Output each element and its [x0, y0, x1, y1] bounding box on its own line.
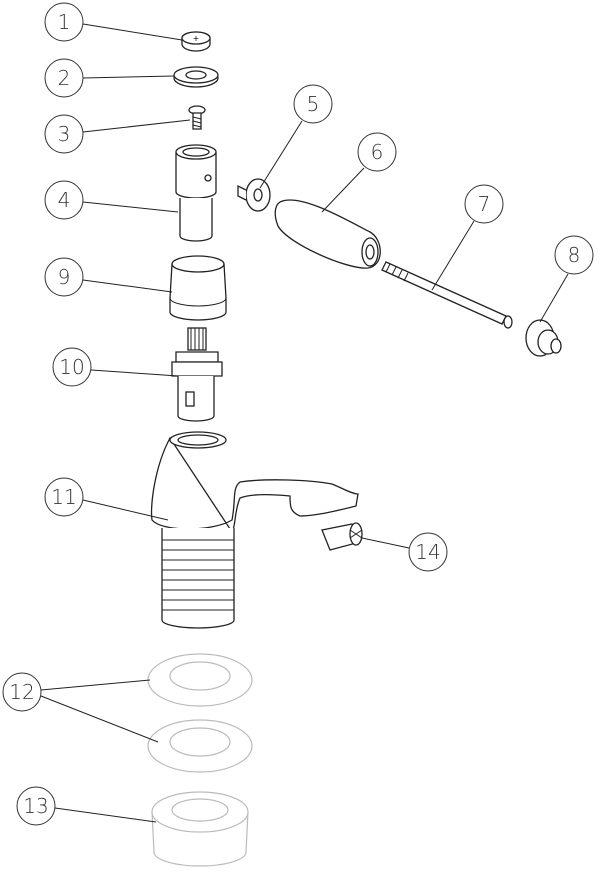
part-screw: [188, 105, 206, 130]
part-tap-body: [150, 431, 359, 629]
part-threaded-rod: [381, 261, 513, 329]
svg-text:8: 8: [568, 243, 581, 267]
callout-13: 13: [16, 786, 56, 826]
part-cartridge: [171, 327, 223, 422]
part-end-cap: [525, 319, 562, 357]
part-lever-handle: [274, 199, 381, 269]
svg-text:7: 7: [478, 192, 491, 216]
part-gasket-upper: [147, 653, 253, 707]
callout-3: 3: [44, 114, 84, 154]
callout-12: 12: [2, 672, 42, 712]
callout-5: 5: [293, 84, 333, 124]
part-cap: +: [181, 31, 211, 52]
part-spindle-adaptor: [175, 144, 217, 242]
callout-8: 8: [554, 235, 594, 275]
callout-11: 11: [44, 477, 84, 517]
svg-text:3: 3: [58, 122, 71, 146]
part-gasket-lower: [147, 719, 253, 773]
callout-1: 1: [44, 2, 84, 42]
callout-7: 7: [464, 184, 504, 224]
svg-text:2: 2: [58, 66, 71, 90]
part-washer: [173, 66, 219, 88]
part-backnut: [151, 791, 249, 867]
callout-4: 4: [44, 180, 84, 220]
leader-lines: [40, 23, 569, 823]
svg-text:4: 4: [58, 188, 71, 212]
part-shroud: [169, 255, 227, 321]
svg-text:6: 6: [371, 140, 384, 164]
svg-text:5: 5: [307, 92, 320, 116]
callout-2: 2: [44, 58, 84, 98]
part-aerator: [321, 522, 363, 551]
part-lever-boss: [237, 178, 271, 212]
svg-text:+: +: [193, 34, 200, 43]
callout-14: 14: [408, 532, 448, 572]
callout-9: 9: [44, 257, 84, 297]
svg-text:11: 11: [51, 485, 76, 509]
svg-text:13: 13: [23, 794, 48, 818]
svg-text:14: 14: [415, 540, 440, 564]
svg-text:10: 10: [59, 355, 84, 379]
svg-text:1: 1: [58, 10, 71, 34]
callout-6: 6: [357, 132, 397, 172]
svg-text:12: 12: [9, 680, 34, 704]
svg-text:9: 9: [58, 265, 71, 289]
callout-10: 10: [52, 347, 92, 387]
